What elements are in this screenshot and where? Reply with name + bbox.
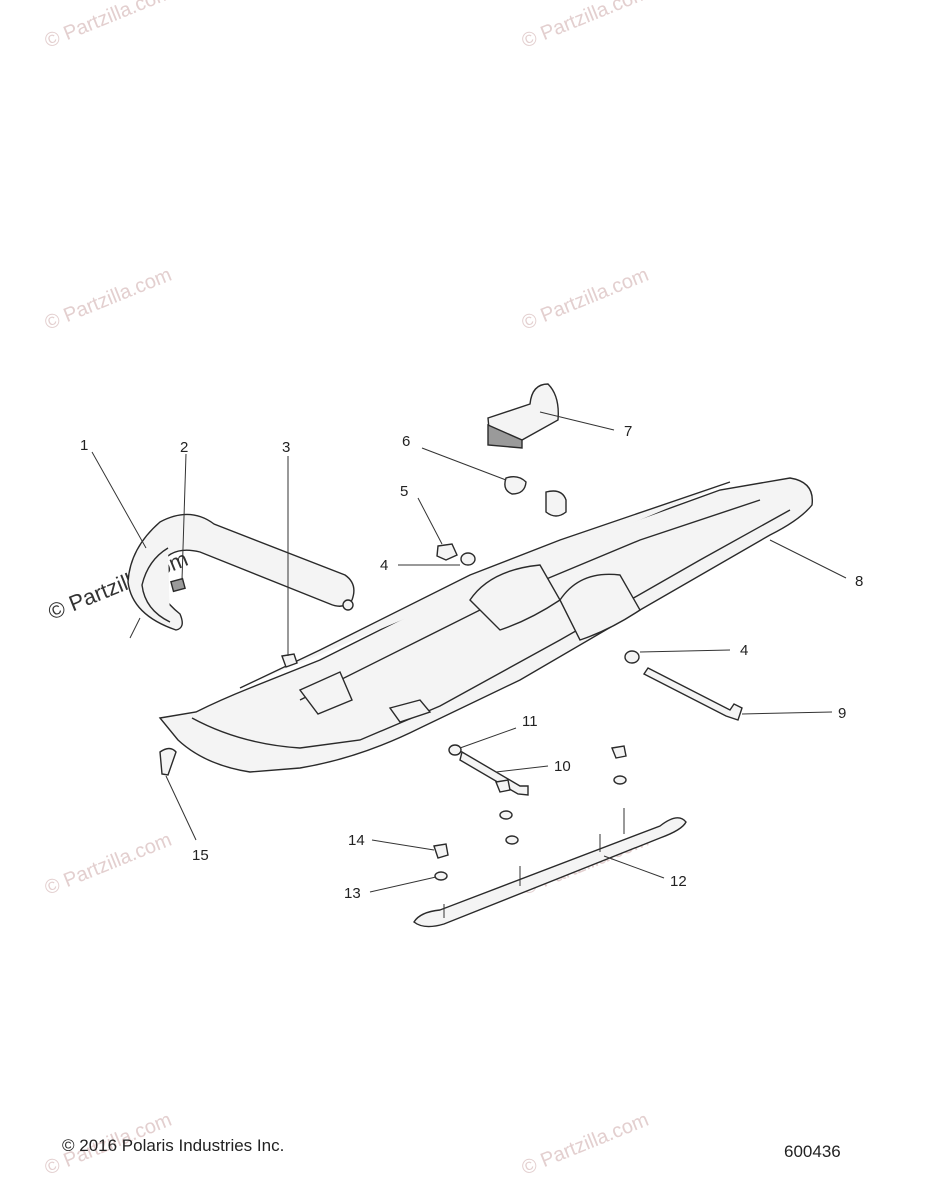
washer-a — [499, 810, 513, 820]
watermark: © Partzilla.com — [42, 264, 175, 335]
bolt-10 — [459, 750, 529, 796]
watermark: © Partzilla.com — [519, 1109, 652, 1180]
washer-c — [613, 775, 627, 785]
wear-bar — [413, 808, 687, 928]
clip-part — [170, 577, 186, 593]
callout-3: 3 — [282, 439, 290, 456]
callout-5: 5 — [400, 483, 408, 500]
callout-13: 13 — [344, 885, 361, 902]
washer-b — [505, 835, 519, 845]
callout-10: 10 — [554, 758, 571, 775]
nut-b — [611, 745, 627, 759]
nut-14 — [433, 843, 449, 859]
callout-4-right: 4 — [740, 642, 748, 659]
washer-13 — [434, 871, 448, 881]
callout-8: 8 — [855, 573, 863, 590]
leader-lines — [91, 411, 847, 893]
washer-4-top — [460, 552, 476, 566]
callout-12: 12 — [670, 873, 687, 890]
washer-4-right — [624, 650, 640, 664]
ski-body — [158, 477, 814, 773]
copyright: © 2016 Polaris Industries Inc. — [62, 1136, 285, 1155]
watermark: © Partzilla.com — [42, 0, 175, 53]
nut-3 — [281, 653, 298, 668]
saddle-part — [487, 383, 559, 449]
callout-9: 9 — [838, 705, 846, 722]
bolt-9 — [642, 667, 743, 721]
callout-4: 4 — [380, 557, 388, 574]
bushing — [545, 490, 567, 517]
callout-11: 11 — [522, 713, 538, 730]
callout-14: 14 — [348, 832, 365, 849]
callout-6: 6 — [402, 433, 410, 450]
ski-handle — [127, 513, 355, 631]
rivet-15 — [159, 747, 177, 776]
watermark: © Partzilla.com — [519, 0, 652, 53]
watermark: © Partzilla.com — [519, 264, 652, 335]
diagram-number: 600436 — [784, 1142, 841, 1161]
callout-15: 15 — [192, 847, 209, 864]
callouts: 1 2 3 4 5 6 7 8 4 9 10 11 12 13 14 15 — [80, 423, 863, 902]
callout-7: 7 — [624, 423, 632, 440]
callout-1: 1 — [80, 437, 88, 454]
watermark: © Partzilla.com — [42, 829, 175, 900]
callout-2: 2 — [180, 439, 188, 456]
shoulder-bolt-6 — [504, 475, 527, 495]
hardware — [159, 475, 743, 881]
washer-11 — [448, 744, 462, 756]
nut-a — [495, 779, 511, 793]
nut-5 — [436, 543, 458, 561]
